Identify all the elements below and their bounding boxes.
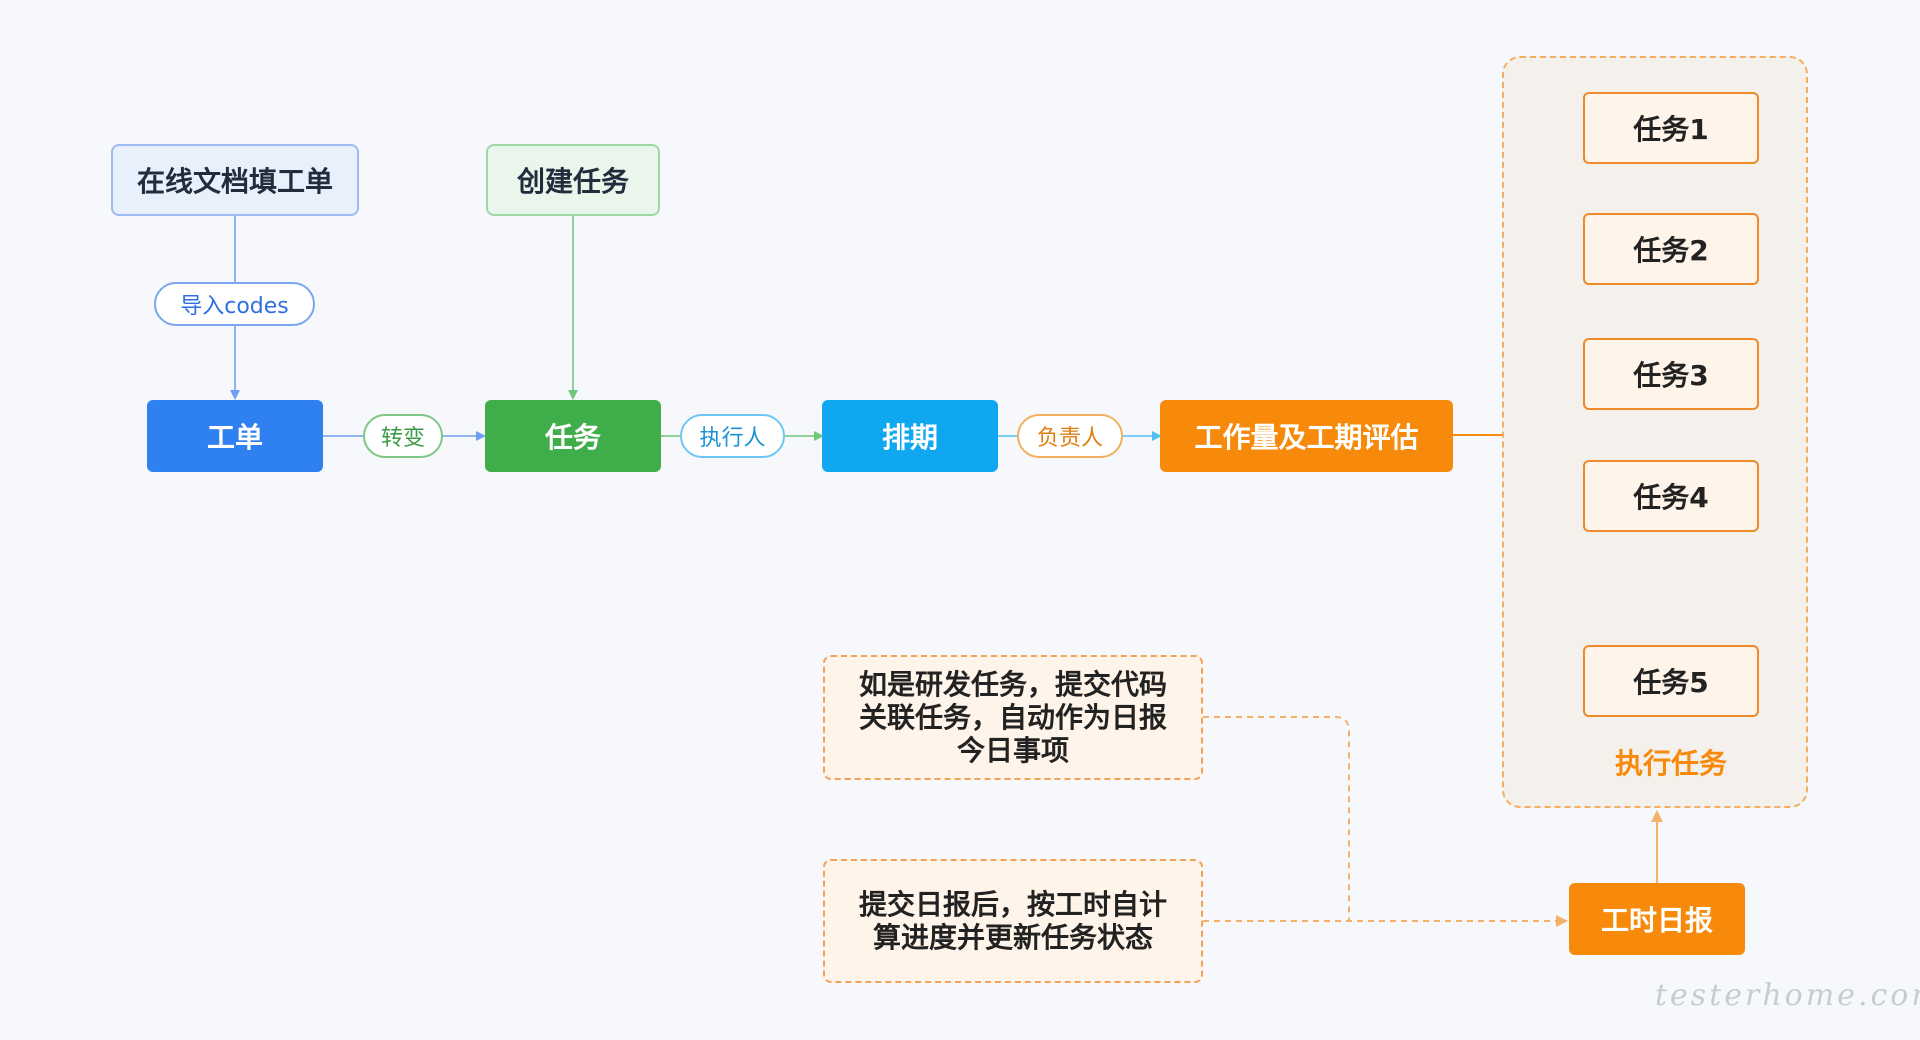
node-daily-report[interactable]: 工时日报 xyxy=(1569,883,1745,955)
label-import-codes: 导入codes xyxy=(154,282,315,326)
node-schedule[interactable]: 排期 xyxy=(822,400,998,472)
node-create-task[interactable]: 创建任务 xyxy=(486,144,660,216)
group-title: 执行任务 xyxy=(1614,747,1727,780)
task-item-1[interactable]: 任务1 xyxy=(1583,92,1759,164)
note-after-report-line-2: 算进度并更新任务状态 xyxy=(872,921,1153,954)
label-executor: 执行人 xyxy=(680,414,785,458)
watermark: testerhome.com xyxy=(1655,978,1920,1013)
label-owner: 负责人 xyxy=(1017,414,1123,458)
note-dev-task: 如是研发任务，提交代码 关联任务，自动作为日报 今日事项 xyxy=(823,655,1203,780)
note-dev-task-line-3: 今日事项 xyxy=(956,734,1069,767)
task-item-2[interactable]: 任务2 xyxy=(1583,213,1759,285)
task-item-4[interactable]: 任务4 xyxy=(1583,460,1759,532)
note-after-report-line-1: 提交日报后，按工时自计 xyxy=(858,888,1167,921)
note-dev-task-line-1: 如是研发任务，提交代码 xyxy=(858,668,1167,701)
note-dev-task-line-2: 关联任务，自动作为日报 xyxy=(858,701,1167,734)
edge-note1-report xyxy=(1203,716,1350,921)
node-estimate[interactable]: 工作量及工期评估 xyxy=(1160,400,1453,472)
node-ticket[interactable]: 工单 xyxy=(147,400,323,472)
note-after-report: 提交日报后，按工时自计 算进度并更新任务状态 xyxy=(823,859,1203,983)
node-task[interactable]: 任务 xyxy=(485,400,661,472)
node-doc-form[interactable]: 在线文档填工单 xyxy=(111,144,359,216)
label-transform: 转变 xyxy=(363,414,443,458)
task-item-5[interactable]: 任务5 xyxy=(1583,645,1759,717)
task-item-3[interactable]: 任务3 xyxy=(1583,338,1759,410)
